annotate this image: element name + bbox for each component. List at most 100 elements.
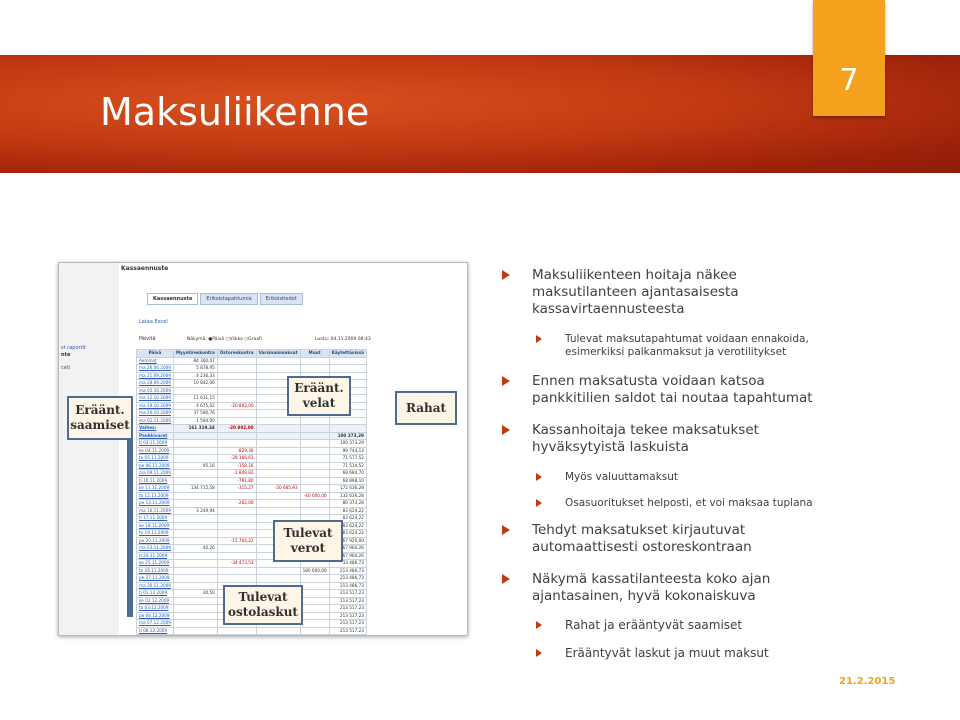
table-cell: [255, 446, 301, 455]
table-header-cell: Myyntireskontra: [172, 349, 218, 358]
table-cell[interactable]: ma 02.11.2009: [136, 416, 174, 425]
table-cell: -30 665,93: [255, 484, 301, 493]
table-cell: 30,50: [172, 589, 218, 598]
slide-number-badge: 7: [813, 0, 885, 116]
table-cell: 4 675,02: [172, 401, 218, 410]
table-cell: 71 577,52: [328, 454, 367, 463]
table-cell: 10 842,06: [172, 379, 218, 388]
tab-erikoistapahtumia: Erikoistapahtumia: [200, 293, 258, 305]
table-cell: [172, 559, 218, 568]
bullet-arrow-icon: [502, 525, 510, 535]
bullet-arrow-icon: [536, 621, 542, 629]
table-cell: [299, 589, 330, 598]
slide-number: 7: [839, 63, 859, 98]
table-cell: [255, 461, 301, 470]
callout-line: Eräänt.: [294, 381, 344, 395]
table-cell: -158,16: [216, 461, 257, 470]
table-cell: 95,16: [172, 461, 218, 470]
table-cell: -315,27: [216, 484, 257, 493]
table-cell[interactable]: ti 10.11.2009: [136, 476, 174, 485]
table-cell: 80 374,28: [328, 499, 367, 508]
table-cell: [299, 356, 330, 365]
table-cell[interactable]: ma 16.11.2009: [136, 506, 174, 515]
bullet-subitem: Rahat ja erääntyvät saamiset: [502, 619, 742, 632]
table-cell[interactable]: ti 24.11.2009: [136, 551, 174, 560]
table-cell: 11 631,15: [172, 394, 218, 403]
table-cell[interactable]: ma 28.09.2009: [136, 379, 174, 388]
callout-line: velat: [302, 396, 336, 410]
table-cell[interactable]: ma 26.10.2009: [136, 409, 174, 418]
table-cell[interactable]: ti 03.11.2009: [136, 439, 174, 448]
table-cell[interactable]: pe 06.11.2009: [136, 461, 174, 470]
table-cell: 40,26: [172, 544, 218, 553]
table-header-cell: Muut: [299, 349, 330, 358]
table-cell[interactable]: ti 17.11.2009: [136, 514, 174, 523]
table-cell[interactable]: ma 26.06.2009: [136, 364, 174, 373]
table-cell[interactable]: to 05.11.2009: [136, 454, 174, 463]
table-cell: [172, 611, 218, 620]
table-cell: [172, 536, 218, 545]
table-cell: [216, 566, 257, 575]
table-cell[interactable]: pe 27.11.2009: [136, 574, 174, 583]
table-cell[interactable]: ma 09.11.2009: [136, 469, 174, 478]
table-cell[interactable]: pe 20.11.2009: [136, 536, 174, 545]
callout-line: Tulevat: [238, 590, 288, 604]
table-cell[interactable]: ke 18.11.2009: [136, 521, 174, 530]
table-cell: [299, 416, 330, 425]
table-cell: -20 802,00: [216, 424, 257, 433]
bullet-subitem: Myös valuuttamaksut: [502, 471, 678, 484]
table-cell: 83 624,22: [328, 506, 367, 515]
table-cell[interactable]: ma 30.11.2009: [136, 581, 174, 590]
table-cell[interactable]: ti 01.12.2009: [136, 589, 174, 598]
table-cell: [216, 394, 257, 403]
table-cell: -28 166,61: [216, 454, 257, 463]
table-cell: [172, 476, 218, 485]
table-cell[interactable]: ti 08.12.2009: [136, 626, 174, 635]
bullet-item: Maksuliikenteen hoitaja näkee maksutilan…: [502, 267, 782, 318]
table-cell[interactable]: ke 25.11.2009: [136, 559, 174, 568]
table-cell[interactable]: to 19.11.2009: [136, 529, 174, 538]
table-cell: 172 636,28: [328, 484, 367, 493]
table-cell[interactable]: Vaihes:: [136, 424, 174, 433]
table-cell: [172, 604, 218, 613]
table-cell: 84 360,07: [172, 356, 218, 365]
table-cell[interactable]: ma 23.11.2009: [136, 544, 174, 553]
table-cell[interactable]: Aemmat: [136, 356, 174, 365]
table-cell[interactable]: ke 04.11.2009: [136, 446, 174, 455]
table-cell[interactable]: pe 13.11.2009: [136, 499, 174, 508]
table-cell[interactable]: pe 04.12.2009: [136, 611, 174, 620]
table-cell: 4 236,33: [172, 371, 218, 380]
table-cell: [172, 574, 218, 583]
table-cell: 69 684,70: [328, 469, 367, 478]
table-cell: 37 590,76: [172, 409, 218, 418]
table-cell[interactable]: to 26.11.2009: [136, 566, 174, 575]
table-cell[interactable]: ma 21.09.2009: [136, 371, 174, 380]
table-cell[interactable]: to 03.12.2009: [136, 604, 174, 613]
bullet-subitem: Osasuoritukset helposti, et voi maksaa t…: [502, 497, 885, 510]
table-cell[interactable]: ke 11.11.2009: [136, 484, 174, 493]
table-cell[interactable]: ma 05.10.2009: [136, 386, 174, 395]
table-cell[interactable]: ma 07.12.2009: [136, 619, 174, 628]
bullet-arrow-icon: [536, 473, 542, 481]
table-cell[interactable]: ke 02.12.2009: [136, 596, 174, 605]
table-cell: [172, 619, 218, 628]
table-cell[interactable]: ma 12.10.2009: [136, 394, 174, 403]
table-cell: [299, 364, 330, 373]
table-cell: [299, 604, 330, 613]
table-cell[interactable]: ma 19.10.2009: [136, 401, 174, 410]
table-header-cell: Päivä: [136, 349, 174, 358]
callout-line: Tulevat: [283, 526, 333, 540]
table-cell[interactable]: Pankkivarat: [136, 431, 174, 440]
table-cell: [216, 551, 257, 560]
table-cell: [255, 439, 301, 448]
title-banner: [0, 55, 960, 173]
table-cell: [216, 364, 257, 373]
table-cell[interactable]: to 12.11.2009: [136, 491, 174, 500]
